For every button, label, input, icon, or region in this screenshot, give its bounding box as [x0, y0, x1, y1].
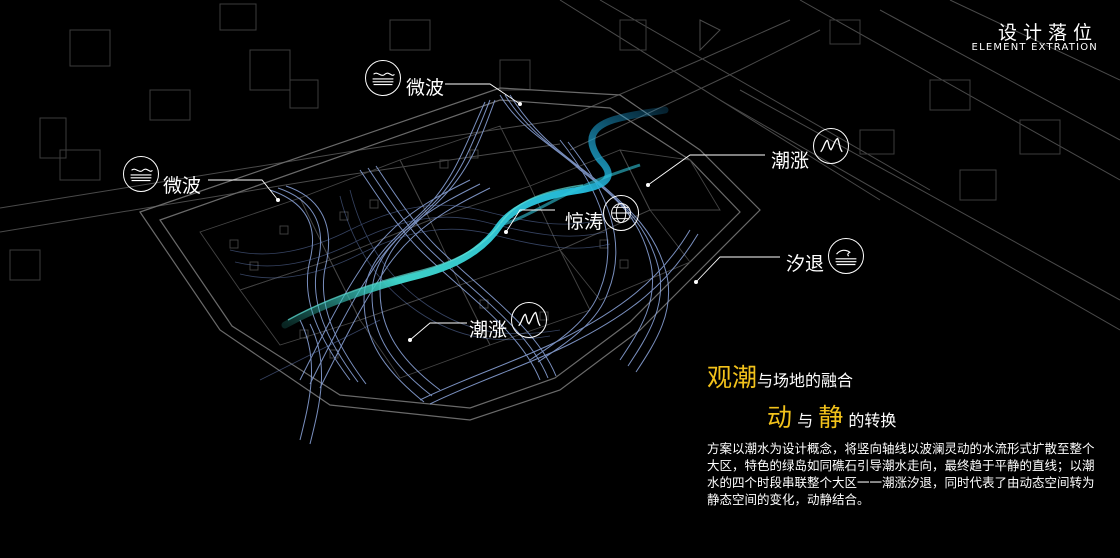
context-roads	[0, 0, 1120, 331]
label-weibo-left: 微波	[163, 175, 202, 197]
headline-text: 的转换	[848, 411, 897, 430]
site-blocks	[199, 125, 721, 379]
label-jingtao: 惊涛	[565, 211, 604, 233]
headline-emphasis-dong: 动	[767, 403, 793, 432]
flow-lines-blue-dim	[229, 189, 611, 381]
headline-line-1: 观潮与场地的融合	[707, 358, 853, 394]
main-tide-stream	[281, 106, 669, 329]
headline-text: 与场地的融合	[757, 371, 854, 390]
page-subtitle: ELEMENT EXTRATION	[971, 42, 1098, 53]
label-chaozhang-bottom: 潮涨	[469, 319, 508, 341]
label-xitui: 汐退	[786, 253, 825, 275]
headline-line-2: 动 与 静 的转换	[767, 398, 896, 434]
headline-emphasis: 观潮	[707, 363, 758, 392]
ripple-wave-icon	[365, 60, 401, 96]
receding-wave-icon	[828, 238, 864, 274]
label-chaozhang-right: 潮涨	[771, 150, 810, 172]
rising-wave-icon	[813, 128, 849, 164]
globe-icon	[603, 195, 639, 231]
leader-lines	[208, 83, 780, 341]
headline-connector: 与	[797, 411, 814, 430]
rising-wave-icon	[511, 302, 547, 338]
leader-dots	[276, 102, 698, 342]
headline-emphasis-jing: 静	[818, 403, 844, 432]
label-weibo-top: 微波	[406, 77, 445, 99]
description-paragraph: 方案以潮水为设计概念，将竖向轴线以波澜灵动的水流形式扩散至整个大区，特色的绿岛如…	[707, 441, 1095, 507]
page-title: 设计落位	[997, 22, 1098, 44]
site-boundary	[139, 87, 761, 421]
context-buildings	[9, 3, 1061, 281]
ripple-wave-icon	[123, 156, 159, 192]
